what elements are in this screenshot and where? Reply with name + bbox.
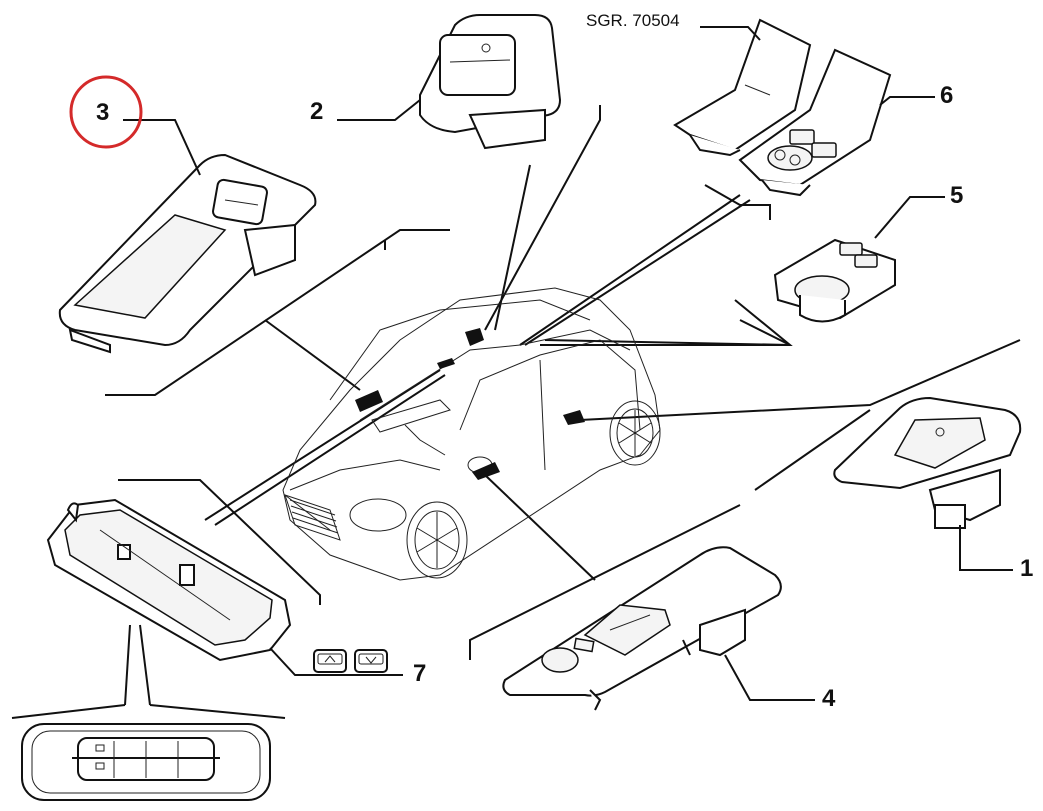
callout-7[interactable]: 7 <box>413 660 427 687</box>
sunroof-open-button-icon <box>313 649 347 673</box>
part-5-seat-heater-cupholder[interactable] <box>773 238 896 323</box>
locator-switch-3 <box>355 390 383 412</box>
callout-6[interactable]: 6 <box>940 82 954 109</box>
callout-5[interactable]: 5 <box>950 182 964 209</box>
callout-2[interactable]: 2 <box>310 98 324 125</box>
locator-switch-2 <box>465 328 484 346</box>
locator-switch-7 <box>437 358 455 369</box>
dashboard-vent <box>371 399 451 433</box>
callout-1[interactable]: 1 <box>1020 555 1034 582</box>
leader-lines <box>105 105 1021 660</box>
roof-button-grid <box>95 741 179 778</box>
part-7-roof-light[interactable] <box>46 498 292 662</box>
locator-switch-4 <box>472 462 500 480</box>
headlight <box>349 498 407 532</box>
part-1-rear-window-switch[interactable] <box>833 396 1022 529</box>
callout-leaders <box>123 26 1013 701</box>
part-sgr-cover[interactable] <box>673 18 812 157</box>
callout-4[interactable]: 4 <box>822 685 836 712</box>
part-3-door-switch[interactable] <box>58 153 317 354</box>
sunroof-close-button-icon <box>354 649 388 673</box>
car-illustration <box>282 287 661 581</box>
reference-code-label: SGR. 70504 <box>586 11 680 30</box>
locator-switch-1 <box>563 410 585 425</box>
front-grille <box>284 494 341 541</box>
part-2-window-switch[interactable] <box>419 14 562 150</box>
rear-wheel <box>609 400 661 466</box>
highlight-circle <box>69 75 143 149</box>
part-7-roof-panel-detail[interactable] <box>11 624 286 801</box>
callout-3[interactable]: 3 <box>96 99 110 126</box>
part-6-seat-switch-panel[interactable] <box>738 48 892 197</box>
part-4-driver-door-panel[interactable] <box>502 546 782 711</box>
front-wheel <box>406 501 468 579</box>
